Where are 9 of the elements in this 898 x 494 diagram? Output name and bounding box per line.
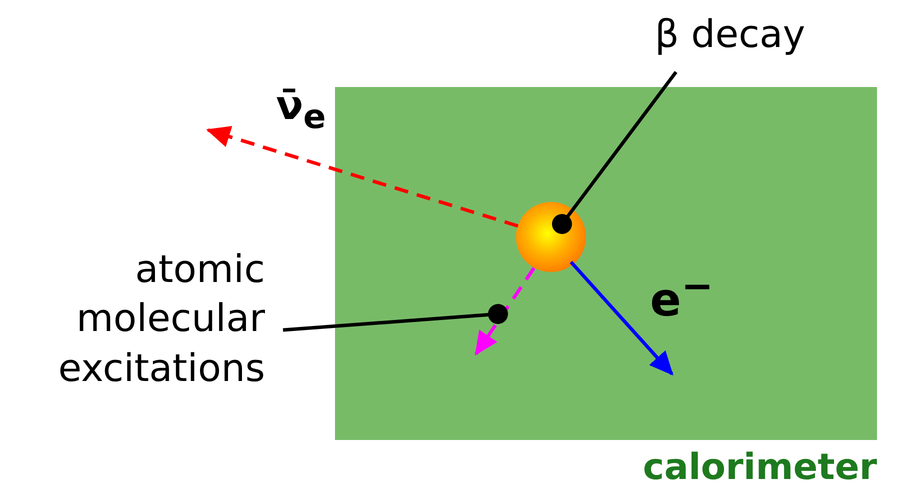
leader-line [282,304,508,332]
excitation-label: atomic molecular excitations [57,246,265,392]
decay-label: β decay [654,11,806,58]
arrow [206,126,519,228]
edge-label: ν̄$_{e}$ [276,86,326,134]
calorimeter-label: calorimeter [642,450,877,486]
edge-label: e$^{−}$ [650,268,714,322]
arrow [474,267,536,356]
arrow [570,260,674,376]
